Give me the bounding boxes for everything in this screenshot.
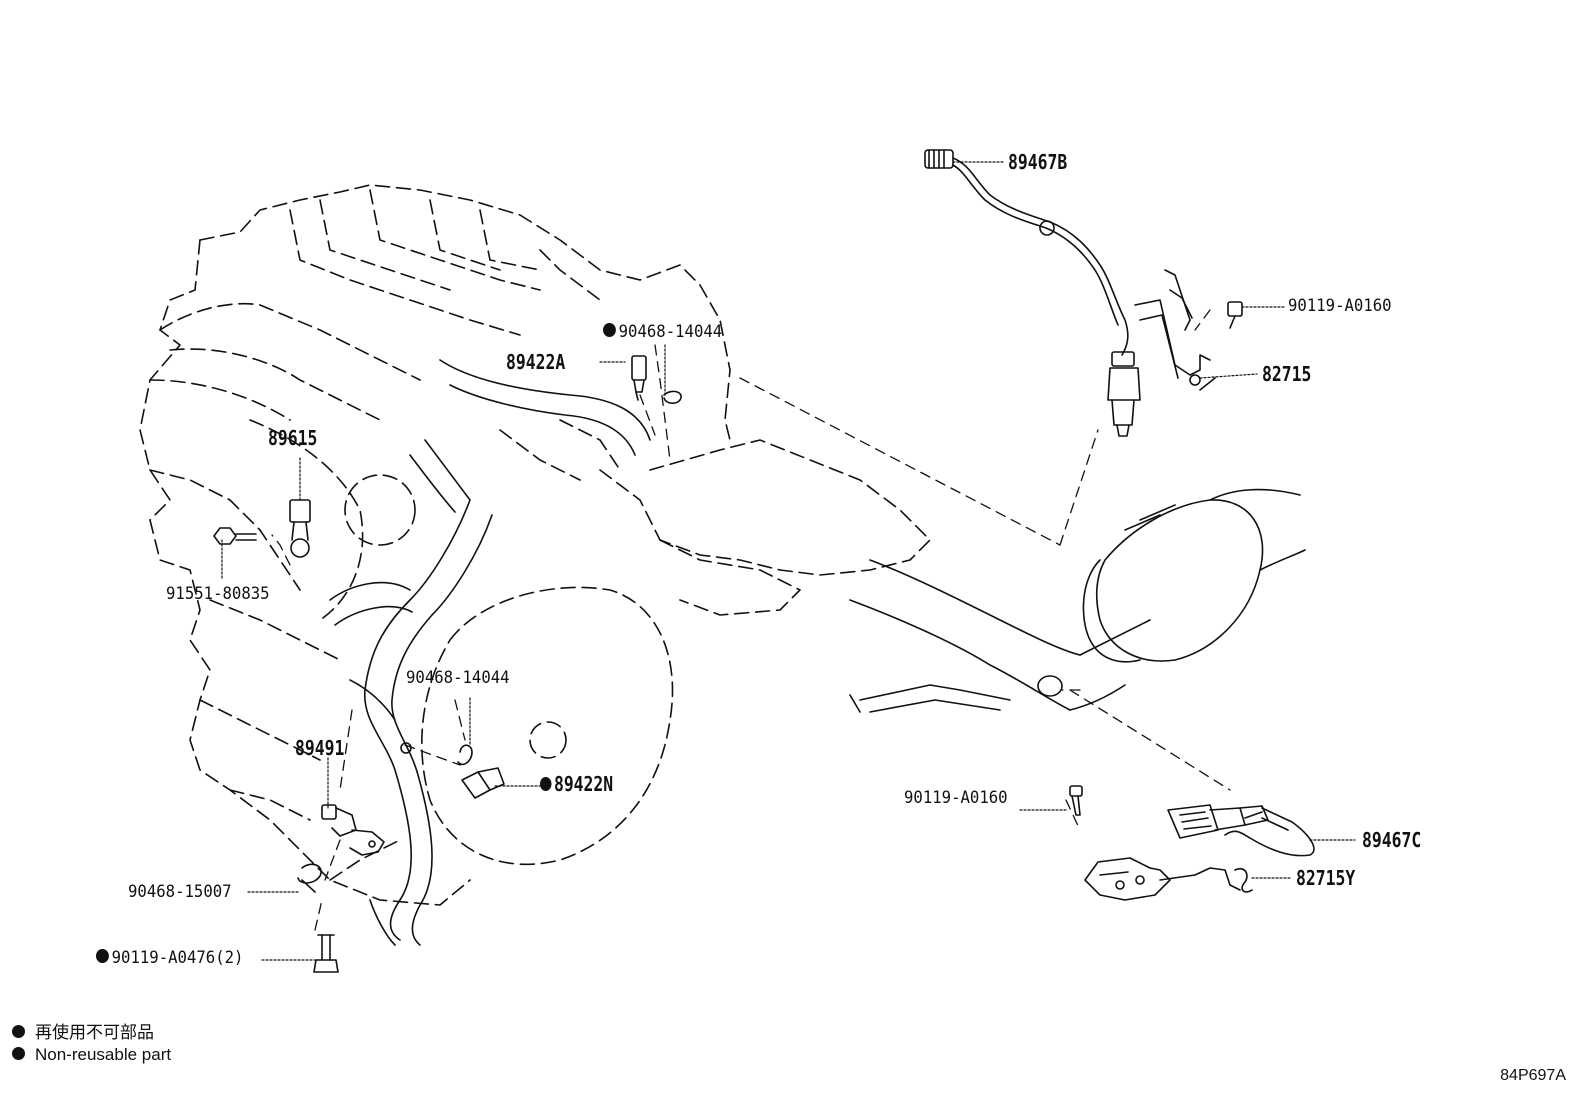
- bracket-82715: [1134, 269, 1216, 391]
- diagram-code: 84P697A: [1500, 1067, 1566, 1084]
- bracket-82715Y: [1084, 857, 1253, 901]
- label-leader-lines: [221, 161, 1356, 961]
- coolant-hose-upper: [409, 359, 651, 513]
- legend-jp: 再使用不可部品: [12, 1018, 154, 1043]
- label-89467C[interactable]: 89467C: [1362, 828, 1422, 852]
- engine-detail-lines: [499, 419, 661, 541]
- bolt-90119-A0160-top: [1227, 301, 1243, 329]
- oxygen-sensor-89467B: [924, 149, 1141, 437]
- label-89422A[interactable]: 89422A: [506, 350, 566, 374]
- bolt-90119-A0476: [313, 934, 339, 973]
- legend-dot: [12, 1025, 25, 1039]
- label-89422N-text: 89422N: [553, 772, 614, 796]
- engine-block-outline: [139, 184, 931, 906]
- install-leader-lines: [271, 309, 1231, 931]
- non-reusable-marker: [603, 323, 616, 337]
- label-90119-A0476[interactable]: 90119-A0476(2): [96, 948, 243, 968]
- label-82715[interactable]: 82715: [1262, 362, 1312, 386]
- label-82715Y[interactable]: 82715Y: [1296, 866, 1356, 890]
- label-89422N[interactable]: 89422N: [540, 772, 613, 796]
- oxygen-sensor-89467C: [1167, 804, 1315, 857]
- label-90468-14044-top[interactable]: 90468-14044: [603, 322, 722, 342]
- coolant-hose-lower: [329, 499, 493, 946]
- label-90119-A0160-low[interactable]: 90119-A0160: [904, 788, 1008, 808]
- sensor-89422N: [400, 742, 505, 799]
- legend-dot: [12, 1047, 25, 1061]
- sensor-89422A: [631, 355, 647, 401]
- bolt-91551-80835: [213, 527, 257, 545]
- sensor-89491: [321, 804, 385, 856]
- label-90119-A0160-top[interactable]: 90119-A0160: [1288, 296, 1392, 316]
- legend-en-text: Non-reusable part: [35, 1045, 172, 1064]
- legend-en: Non-reusable part: [12, 1045, 171, 1065]
- label-89467B[interactable]: 89467B: [1008, 150, 1068, 174]
- label-90468-14044-top-text: 90468-14044: [618, 322, 723, 342]
- knock-sensor-89615: [289, 499, 311, 558]
- legend-jp-text: 再使用不可部品: [35, 1023, 154, 1042]
- label-90468-14044-mid[interactable]: 90468-14044: [406, 668, 510, 688]
- flywheel: [421, 586, 674, 866]
- bolt-90119-A0160-low: [1069, 785, 1083, 816]
- label-91551-80835[interactable]: 91551-80835: [166, 584, 270, 604]
- clip-90468-14044-top: [663, 390, 682, 404]
- non-reusable-marker: [540, 776, 552, 791]
- clip-90468-14044-mid: [457, 744, 473, 766]
- clip-90468-15007: [297, 863, 322, 893]
- label-89491[interactable]: 89491: [295, 736, 345, 760]
- non-reusable-marker: [96, 949, 109, 963]
- label-90468-15007[interactable]: 90468-15007: [128, 882, 232, 902]
- catalytic-converter: [1082, 488, 1306, 663]
- label-89615[interactable]: 89615: [268, 426, 318, 450]
- exhaust-pipe: [849, 559, 1151, 713]
- label-90119-A0476-text: 90119-A0476(2): [111, 948, 244, 968]
- timing-cover: [249, 419, 416, 621]
